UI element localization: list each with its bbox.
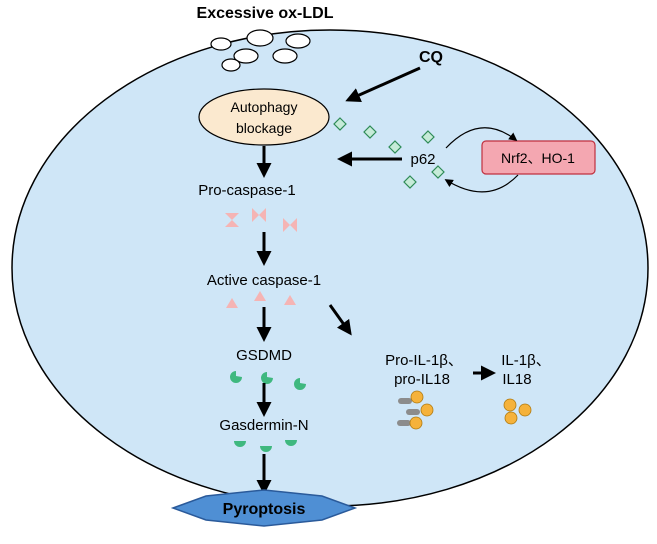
procaspase-label: Pro-caspase-1 bbox=[198, 182, 296, 199]
pro-il-label-line1: Pro-IL-1β、 bbox=[385, 352, 463, 369]
p62-label: p62 bbox=[410, 151, 435, 168]
gasdermin-icons bbox=[234, 440, 297, 452]
nrf2-ho1-box bbox=[481, 140, 596, 175]
autophagy-label-line2: blockage bbox=[236, 120, 292, 136]
cq-label: CQ bbox=[419, 49, 443, 66]
cq-arrow bbox=[345, 66, 421, 102]
autophagy-blockage-node bbox=[198, 88, 330, 146]
gsdmd-label: GSDMD bbox=[236, 347, 292, 364]
gsdmd-icons bbox=[230, 371, 306, 390]
nrf2-to-p62-arrow bbox=[444, 174, 519, 193]
pyroptosis-star-node bbox=[170, 489, 358, 527]
active-to-pro-il-arrow bbox=[328, 304, 352, 336]
il-label-line1: IL-1β、 bbox=[501, 352, 550, 369]
gasdermin-label: Gasdermin-N bbox=[219, 417, 308, 434]
cell-membrane bbox=[11, 29, 649, 507]
il-label-line2: IL18 bbox=[502, 371, 531, 388]
pro-il-label-line2: pro-IL18 bbox=[394, 371, 450, 388]
active-caspase-icons bbox=[226, 291, 296, 308]
active-caspase-label: Active caspase-1 bbox=[207, 272, 321, 289]
nrf2-ho1-label: Nrf2、HO-1 bbox=[501, 150, 575, 166]
autophagy-label-line1: Autophagy bbox=[231, 99, 298, 115]
procaspase-icons bbox=[225, 208, 297, 232]
p62-to-nrf2-arrow bbox=[445, 127, 518, 149]
title-excessive-ox-ldl: Excessive ox-LDL bbox=[197, 5, 334, 22]
pyroptosis-label: Pyroptosis bbox=[223, 501, 306, 518]
pro-il-icons bbox=[397, 390, 434, 430]
il-icons bbox=[503, 398, 532, 425]
ox-ldl-particles bbox=[210, 29, 311, 72]
p62-diamonds bbox=[333, 117, 445, 189]
